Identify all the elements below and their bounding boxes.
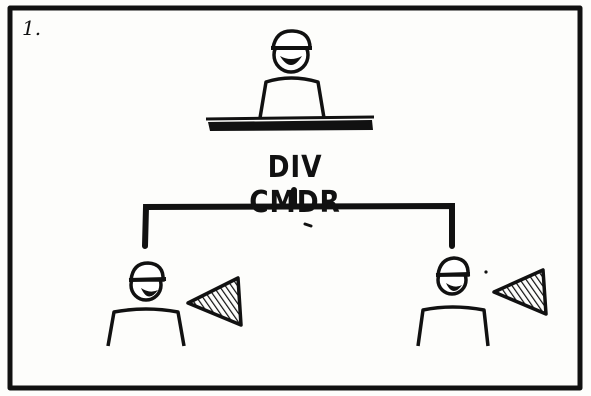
- ink-speck: [303, 222, 313, 228]
- shaded-left-arrow-icon: [492, 268, 548, 316]
- seated-subordinate-icon: [106, 261, 186, 347]
- panel-number: 1.: [22, 16, 42, 40]
- ink-dot: [484, 270, 488, 274]
- div-cmdr-label: DIV CMDR: [249, 150, 341, 220]
- right-subordinate-figure: [416, 256, 548, 347]
- left-subordinate-figure: [106, 261, 243, 347]
- commander-figure: [205, 29, 375, 131]
- seated-subordinate-icon: [416, 256, 490, 347]
- desk: [208, 120, 373, 131]
- org-chart-lines: [142, 187, 455, 249]
- panel-border: [7, 5, 583, 391]
- seated-commander-icon: [258, 29, 326, 119]
- shaded-left-arrow-icon: [186, 276, 243, 327]
